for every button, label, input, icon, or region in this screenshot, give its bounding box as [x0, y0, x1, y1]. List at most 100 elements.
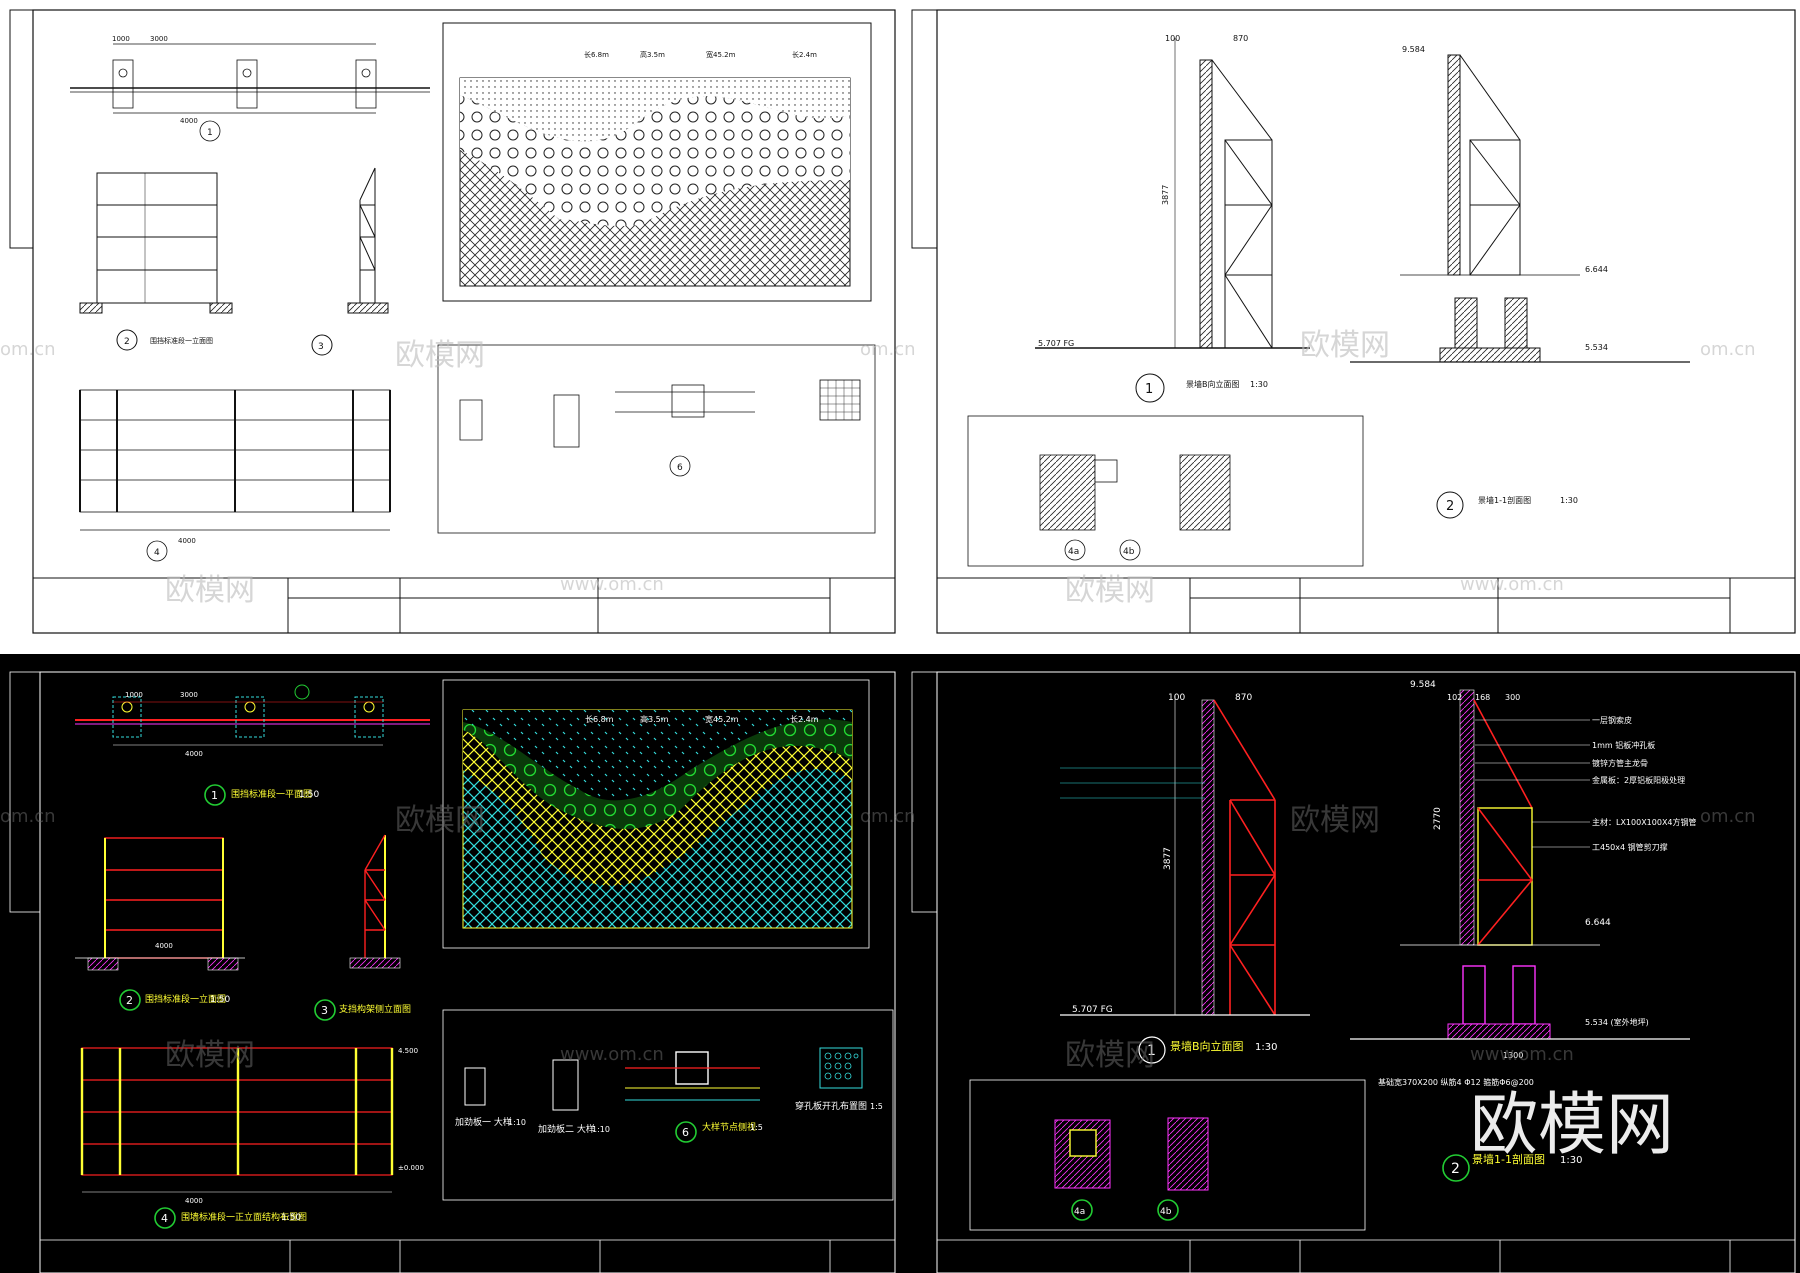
s2-dim-3877: 3877 [1161, 185, 1170, 205]
watermark-group-3: 欧模网 欧模网 om.cn www.om.cn [0, 803, 664, 1073]
cad-v1-title: 围挡标准段一平面图 [231, 788, 312, 800]
watermark-url: om.cn [860, 806, 916, 827]
s2-elev-5534: 5.534 [1585, 343, 1608, 352]
cad-s4-dim-300: 300 [1505, 693, 1520, 702]
cad-v1-dim-3000: 3000 [180, 691, 198, 699]
cad-v1-dim-4000: 4000 [185, 750, 203, 758]
s2-elev-6644: 6.644 [1585, 265, 1608, 274]
cad-v4-elev-zero: ±0.000 [398, 1164, 424, 1172]
cad-detail-scale-1: 1:10 [508, 1118, 526, 1127]
cad-wave-dim-2: 高3.5m [640, 714, 669, 724]
cad-s4-elev-5534: 5.534 (室外地坪) [1585, 1017, 1649, 1027]
s2-detail-4b: 4b [1123, 547, 1135, 557]
s2-v1-scale: 1:30 [1250, 380, 1268, 389]
cad-s4-note-4: 金属板：2厚铝板阳极处理 [1592, 775, 1685, 785]
cad-v3-title: 支挡构架侧立面图 [339, 1003, 411, 1015]
s2-v2-title: 景墙1-1剖面图 [1478, 495, 1531, 505]
cad-view-2-frame [75, 837, 245, 1011]
view-4-structural-elevation [79, 389, 391, 562]
watermark-brand: 欧模网 [165, 1038, 255, 1073]
cad-v1-dim-1000: 1000 [125, 691, 143, 699]
cad-detail-scale-2: 1:10 [592, 1125, 610, 1134]
sheet-3-plan-elevation-cad: 1 围挡标准段一平面图 1:50 1000 3000 4000 2 围挡标准段一… [0, 654, 902, 1273]
cad-wave-panel [442, 679, 870, 949]
watermark-brand: 欧模网 [1300, 328, 1390, 363]
watermark-url: www.om.cn [560, 1044, 664, 1065]
watermark-group-1: 欧模网 欧模网 om.cn www.om.cn [0, 338, 664, 608]
watermark-url: www.om.cn [1460, 574, 1564, 595]
cad-s4-view-1 [1060, 695, 1310, 1064]
cad-s4-dim-3877: 3877 [1163, 847, 1173, 870]
cad-v1-scale: 1:50 [299, 790, 319, 800]
s2-dim-870: 870 [1233, 34, 1248, 43]
watermark-brand: 欧模网 [165, 573, 255, 608]
cad-wave-dim-4: 长2.4m [790, 714, 819, 724]
view-3-bracing-side [311, 167, 389, 356]
wave-dim-2: 高3.5m [640, 50, 665, 59]
view-1-plan [70, 43, 430, 142]
watermark-url: www.om.cn [560, 574, 664, 595]
cad-v2-scale: 1:50 [210, 995, 230, 1005]
s2-view-2-section [1350, 54, 1690, 519]
v2-callout: 2 [124, 337, 130, 347]
s2-v1-title: 景墙B向立面图 [1186, 379, 1240, 389]
cad-s4-details-box [969, 1079, 1366, 1231]
cad-v2-title: 围挡标准段一立面图 [145, 993, 226, 1005]
cad-v4-callout: 4 [161, 1212, 168, 1225]
cad-s4-foundation-note: 基础宽370X200 纵筋4 Φ12 箍筋Φ6@200 [1378, 1077, 1534, 1087]
wave-dim-3: 宽45.2m [706, 50, 736, 59]
cad-s4-dim-100: 100 [1168, 693, 1185, 703]
cad-s4-note-6: 工450x4 钢管剪刀撑 [1592, 842, 1668, 852]
v2-title: 围挡标准段一立面图 [150, 336, 213, 345]
wave-pattern-panel-white [442, 22, 872, 302]
cad-s4-v2-leaders [1475, 719, 1590, 848]
sheet-3-title-block [40, 1239, 895, 1273]
s2-v1-callout: 1 [1145, 382, 1153, 397]
s2-dim-100: 100 [1165, 34, 1180, 43]
wave-dim-4: 长2.4m [792, 50, 817, 59]
cad-view-4-structural [80, 1047, 394, 1229]
cad-s4-v2-callout: 2 [1451, 1161, 1460, 1177]
watermark-url: om.cn [0, 339, 56, 360]
sheet-1-plan-elevation-white: 3000 1000 4000 1 2 围挡标准段一立面图 [0, 0, 900, 640]
cad-detail-title-2: 加劲板二 大样 [538, 1123, 595, 1135]
details-panel-white [437, 344, 876, 534]
cad-s4-dim-1300: 1300 [1503, 1051, 1523, 1060]
s2-v2-scale: 1:30 [1560, 496, 1578, 505]
cad-s4-elev-6644: 6.644 [1585, 918, 1611, 928]
v4-callout: 4 [154, 548, 160, 558]
cad-s4-v1-title: 景墙B向立面图 [1170, 1039, 1244, 1053]
watermark-group-2: 欧模网 欧模网 om.cn www.om.cn om.cn [860, 328, 1756, 608]
cad-s4-v2-title: 景墙1-1剖面图 [1472, 1152, 1545, 1166]
cad-s4-note-5: 主材：LX100X100X4方钢管 [1592, 817, 1697, 827]
wave-dim-1: 长6.8m [584, 50, 609, 59]
view-2-frame-elevation [79, 172, 233, 351]
v3-callout: 3 [318, 342, 324, 352]
cad-wave-dim-3: 宽45.2m [705, 714, 739, 724]
s2-elev-9584: 9.584 [1402, 45, 1425, 54]
cad-v1-callout: 1 [211, 789, 218, 802]
watermark-url: om.cn [860, 339, 916, 360]
cad-s4-view-2 [1350, 689, 1690, 1182]
cad-v4-dim: 4000 [185, 1197, 203, 1205]
cad-detail-title-6: 大样节点侧视 [702, 1121, 756, 1133]
cad-s4-dim-870: 870 [1235, 693, 1252, 703]
s2-details-box [967, 415, 1364, 567]
cad-s4-note-2: 1mm 铝板冲孔板 [1592, 740, 1655, 750]
v1-dim-3000: 3000 [150, 35, 168, 43]
s2-v2-callout: 2 [1446, 499, 1454, 514]
cad-s4-v1-scale: 1:30 [1255, 1042, 1277, 1053]
cad-v4-title: 围墙标准段一正立面结构布置图 [181, 1211, 307, 1223]
cad-wave-dim-1: 长6.8m [585, 714, 614, 724]
cad-v2-callout: 2 [126, 994, 133, 1007]
cad-s4-detail-4a: 4a [1074, 1207, 1085, 1217]
cad-v4-scale: 1:50 [281, 1213, 301, 1223]
watermark-brand-large: 欧模网 [1470, 1086, 1674, 1165]
watermark-url: om.cn [1700, 806, 1756, 827]
sheet-2-wall-section-white: 1 景墙B向立面图 1:30 100 870 3877 5.707 FG 2 景… [860, 0, 1800, 640]
cad-v2-dim: 4000 [155, 942, 173, 950]
cad-view-3-bracing [314, 834, 401, 1021]
s2-view-1-elevation [1035, 38, 1310, 403]
cad-detail-title-1: 加劲板一 大样 [455, 1116, 512, 1128]
cad-detail-6-callout: 6 [682, 1126, 689, 1139]
